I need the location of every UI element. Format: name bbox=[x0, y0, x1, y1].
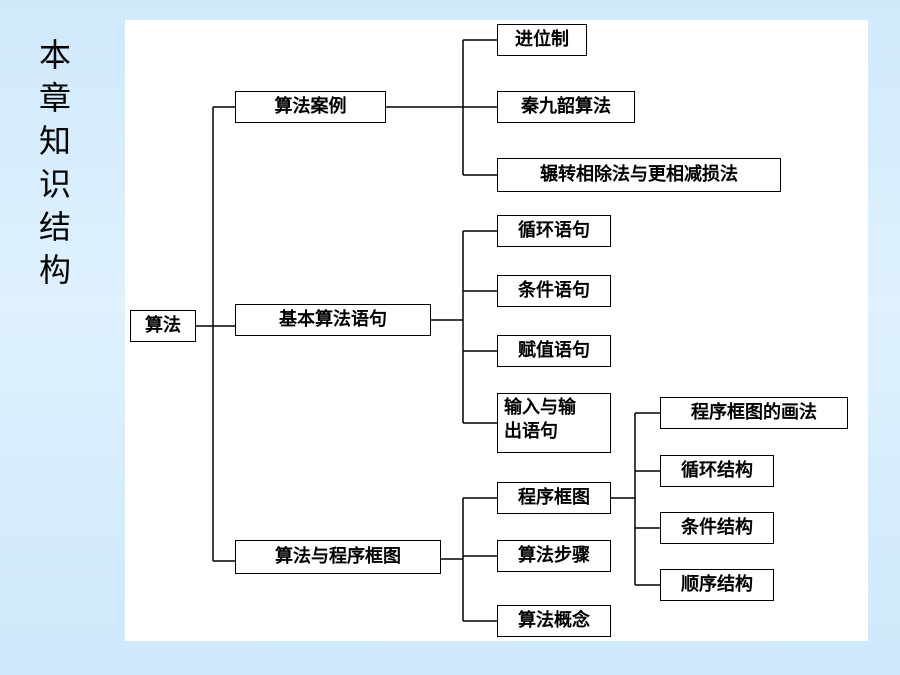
node-sequential-structure: 顺序结构 bbox=[660, 569, 774, 601]
node-loop-statement: 循环语句 bbox=[497, 215, 611, 247]
node-loop-structure: 循环结构 bbox=[660, 455, 774, 487]
node-assignment-statement: 赋值语句 bbox=[497, 335, 611, 367]
node-io-statement: 输入与输 出语句 bbox=[497, 393, 611, 453]
node-positional-notation: 进位制 bbox=[497, 24, 587, 56]
node-branch-algorithm-cases: 算法案例 bbox=[235, 91, 386, 123]
node-branch-flowchart: 算法与程序框图 bbox=[235, 540, 441, 574]
node-flowchart-drawing: 程序框图的画法 bbox=[660, 397, 848, 429]
connector-lines bbox=[195, 39, 660, 622]
node-branch-basic-statements: 基本算法语句 bbox=[235, 304, 431, 336]
node-qinjiushao: 秦九韶算法 bbox=[497, 91, 635, 123]
side-title: 本 章 知 识 结 构 bbox=[38, 36, 71, 289]
diagram-panel: 算法 算法案例 基本算法语句 算法与程序框图 进位制 秦九韶算法 辗转相除法与更… bbox=[125, 20, 868, 641]
node-root: 算法 bbox=[130, 310, 196, 342]
node-flowchart: 程序框图 bbox=[497, 482, 611, 514]
node-euclid-subtraction: 辗转相除法与更相减损法 bbox=[497, 158, 781, 192]
node-conditional-statement: 条件语句 bbox=[497, 275, 611, 307]
node-algorithm-steps: 算法步骤 bbox=[497, 540, 611, 572]
node-algorithm-concept: 算法概念 bbox=[497, 605, 611, 637]
node-conditional-structure: 条件结构 bbox=[660, 512, 774, 544]
